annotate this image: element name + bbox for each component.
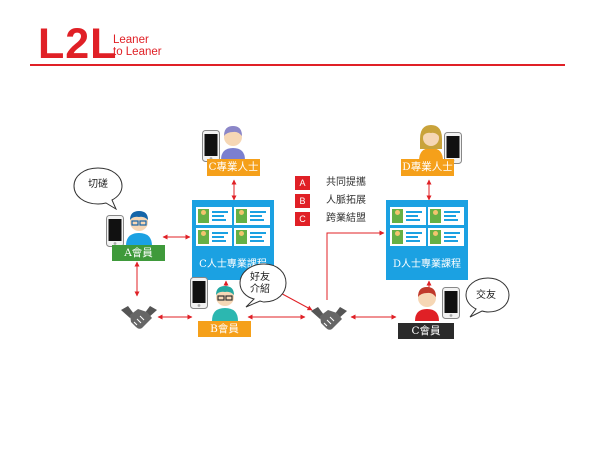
profile-card xyxy=(428,207,464,225)
person-avatar-icon xyxy=(212,286,238,321)
speech-bubble-icon xyxy=(73,167,123,210)
legend-text-b: 人脈拓展 xyxy=(326,195,366,206)
c-member-label: C會員 xyxy=(398,323,454,339)
bubble-friend-intro: 好友介紹 xyxy=(250,272,270,295)
d-pro-label: D專業人士 xyxy=(401,159,454,176)
smartphone-icon xyxy=(442,287,460,319)
smartphone-icon xyxy=(444,132,462,164)
legend-text-c: 跨業結盟 xyxy=(326,213,366,224)
profile-card xyxy=(196,207,232,225)
c-course-title: C人士專業課程 xyxy=(199,259,267,270)
smartphone-icon xyxy=(106,215,124,247)
c-pro-label: C專業人士 xyxy=(207,159,260,176)
profile-card xyxy=(196,228,232,246)
handshake-icon xyxy=(121,306,157,329)
header-rule xyxy=(30,64,565,66)
a-member-label: A會員 xyxy=(112,245,165,261)
legend-badge-b: B xyxy=(295,194,310,208)
speech-bubble-icon xyxy=(239,263,287,308)
b-member-label: B會員 xyxy=(198,321,251,337)
bubble-qiecuo: 切磋 xyxy=(88,179,108,190)
d-course-box: D人士專業課程 xyxy=(386,200,468,280)
profile-card xyxy=(390,207,426,225)
profile-card xyxy=(390,228,426,246)
person-avatar-icon xyxy=(221,126,245,160)
speech-bubble-icon xyxy=(465,277,510,318)
smartphone-icon xyxy=(190,277,208,309)
bubble-jiaoyou: 交友 xyxy=(476,290,496,301)
logo-line2: to Leaner xyxy=(113,46,162,58)
person-avatar-icon xyxy=(126,211,152,246)
legend-text-a: 共同提攜 xyxy=(326,177,366,188)
profile-card xyxy=(428,228,464,246)
logo-mark: L2L xyxy=(38,20,118,68)
c-course-box: C人士專業課程 xyxy=(192,200,274,280)
legend-badge-c: C xyxy=(295,212,310,226)
profile-card xyxy=(234,228,270,246)
person-avatar-icon xyxy=(415,287,439,321)
profile-card xyxy=(234,207,270,225)
logo-line1: Leaner xyxy=(113,34,149,46)
handshake-icon xyxy=(311,307,347,330)
legend-badge-a: A xyxy=(295,176,310,190)
d-course-title: D人士專業課程 xyxy=(392,259,462,270)
person-avatar-icon xyxy=(419,125,443,161)
